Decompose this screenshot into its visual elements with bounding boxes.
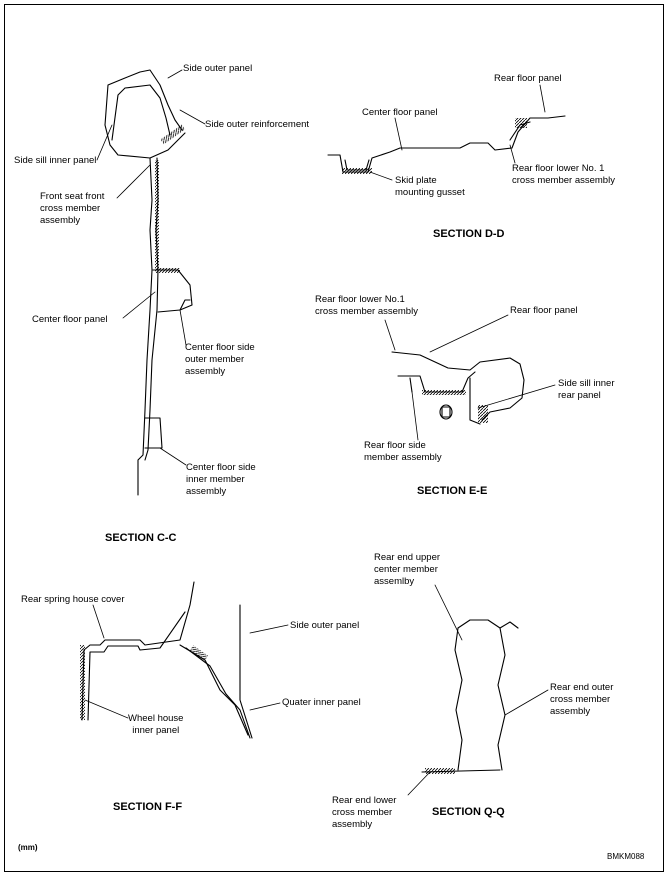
section-qq-title: SECTION Q-Q [432, 806, 505, 818]
label-rear-floor-lower-no1-dd: Rear floor lower No. 1 cross member asse… [512, 163, 615, 186]
label-rear-end-outer-cross-member: Rear end outer cross member assembly [550, 682, 614, 717]
label-rear-floor-lower-no1-ee: Rear floor lower No.1 cross member assem… [315, 294, 418, 317]
label-rear-end-lower-cross-member: Rear end lower cross member assembly [332, 795, 397, 830]
label-side-outer-reinforcement: Side outer reinforcement [205, 119, 310, 130]
unit-note: (mm) [18, 843, 38, 852]
label-rear-floor-panel-ee: Rear floor panel [510, 305, 578, 316]
label-center-floor-side-outer-member: Center floor side outer member assembly [185, 342, 255, 377]
label-rear-spring-house-cover: Rear spring house cover [21, 594, 125, 605]
section-qq-drawing [421, 619, 519, 774]
label-rear-end-upper-center-member: Rear end upper center member assemlby [374, 552, 441, 587]
section-ee-drawing [391, 351, 525, 425]
section-cc-drawing [104, 69, 193, 496]
diagram-frame [4, 4, 664, 872]
label-wheel-house-inner-panel: Wheel house inner panel [128, 713, 184, 736]
label-side-sill-inner-rear-panel: Side sill inner rear panel [558, 378, 615, 401]
label-center-floor-panel-cc: Center floor panel [32, 314, 108, 325]
section-dd-drawing [327, 115, 566, 174]
label-center-floor-side-inner-member: Center floor side inner member assembly [186, 462, 256, 497]
figure-code: BMKM088 [607, 852, 645, 861]
section-dd-title: SECTION D-D [433, 228, 505, 240]
label-rear-floor-side-member: Rear floor side member assembly [364, 440, 442, 463]
label-front-seat-front-cross-member: Front seat front cross member assembly [40, 191, 105, 226]
label-skid-plate-gusset: Skid plate mounting gusset [395, 175, 465, 198]
section-ff-drawing [80, 581, 253, 739]
label-center-floor-panel-dd: Center floor panel [362, 107, 438, 118]
label-side-outer-panel: Side outer panel [183, 63, 253, 74]
section-ff-title: SECTION F-F [113, 801, 183, 813]
label-quater-inner-panel: Quater inner panel [282, 697, 361, 708]
leader-lines [84, 69, 556, 796]
section-ee-title: SECTION E-E [417, 485, 488, 497]
section-cc-title: SECTION C-C [105, 532, 177, 544]
label-side-outer-panel-ff: Side outer panel [290, 620, 360, 631]
label-side-sill-inner-panel: Side sill inner panel [14, 155, 97, 166]
label-rear-floor-panel-dd: Rear floor panel [494, 73, 562, 84]
